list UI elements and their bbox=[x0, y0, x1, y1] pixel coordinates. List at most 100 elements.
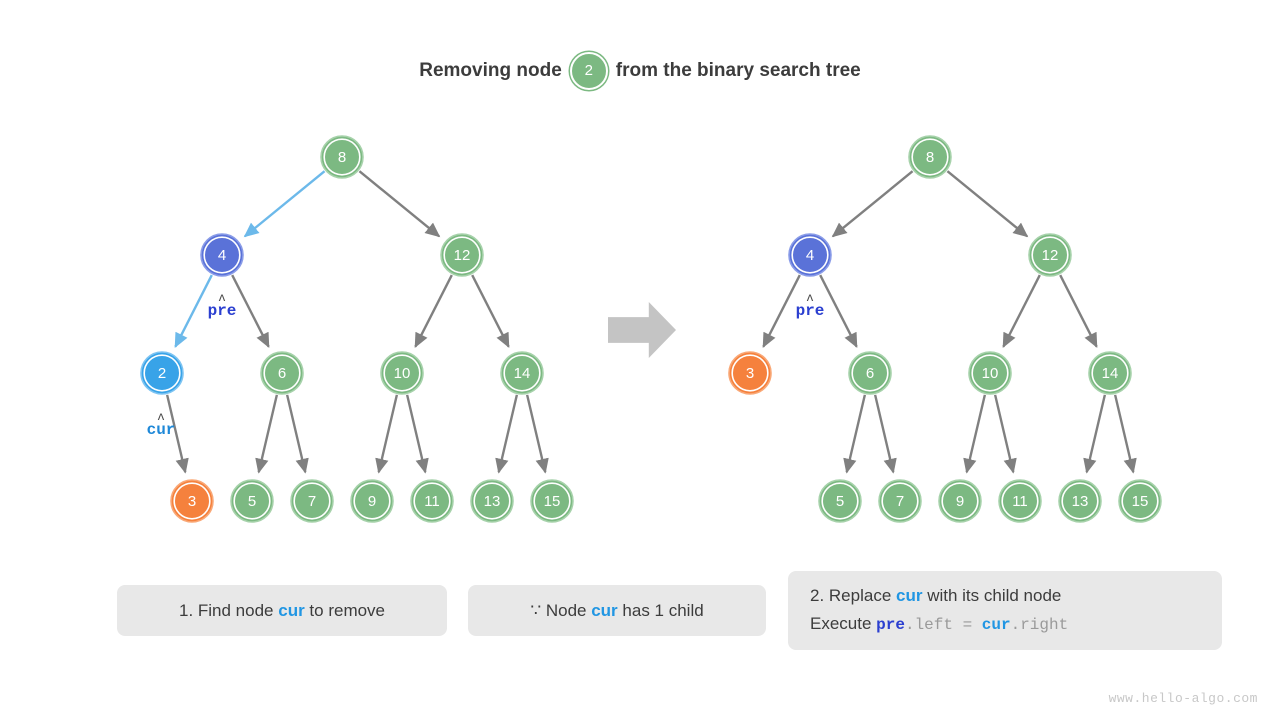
tree-node[interactable]: 6 bbox=[848, 351, 892, 395]
node-body bbox=[261, 352, 303, 394]
node-body bbox=[1029, 234, 1071, 276]
node-body bbox=[231, 480, 273, 522]
tree-node[interactable]: 12 bbox=[1028, 233, 1072, 277]
node-body bbox=[351, 480, 393, 522]
tree-node[interactable]: 12 bbox=[440, 233, 484, 277]
tree-node[interactable]: 4 bbox=[788, 233, 832, 277]
caption-reason-cur: cur bbox=[591, 600, 618, 620]
node-outline bbox=[170, 479, 214, 523]
node-value-label: 3 bbox=[188, 493, 196, 510]
tree-node[interactable]: 11 bbox=[410, 479, 454, 523]
caption-replace-line2: Execute pre.left = cur.right bbox=[810, 610, 1222, 639]
tree-node[interactable]: 6 bbox=[260, 351, 304, 395]
tree-edge bbox=[495, 394, 519, 474]
pointer-text: cur bbox=[147, 421, 176, 439]
node-body bbox=[849, 352, 891, 394]
node-value-label: 10 bbox=[982, 365, 999, 382]
node-body bbox=[969, 352, 1011, 394]
tree-node[interactable]: 15 bbox=[530, 479, 574, 523]
tree-node[interactable]: 15 bbox=[1118, 479, 1162, 523]
tree-node[interactable]: 10 bbox=[968, 351, 1012, 395]
node-body bbox=[171, 480, 213, 522]
node-body bbox=[819, 480, 861, 522]
node-body bbox=[321, 136, 363, 178]
node-body bbox=[141, 352, 183, 394]
tree-edge bbox=[1083, 394, 1107, 474]
node-value-label: 11 bbox=[424, 493, 440, 510]
tree-node[interactable]: 13 bbox=[1058, 479, 1102, 523]
node-outline bbox=[530, 479, 574, 523]
node-outline bbox=[998, 479, 1042, 523]
node-value-label: 13 bbox=[1072, 493, 1089, 510]
tree-node[interactable]: 13 bbox=[470, 479, 514, 523]
caption-replace-dot-left: .left = bbox=[904, 615, 982, 634]
tree-node[interactable]: 14 bbox=[1088, 351, 1132, 395]
node-body bbox=[879, 480, 921, 522]
tree-node[interactable]: 5 bbox=[818, 479, 862, 523]
tree-node[interactable]: 8 bbox=[908, 135, 952, 179]
tree-node[interactable]: 8 bbox=[320, 135, 364, 179]
node-outline bbox=[200, 233, 244, 277]
tree-node[interactable]: 9 bbox=[938, 479, 982, 523]
caption-replace-execute: Execute bbox=[810, 613, 877, 633]
node-inner-ring bbox=[263, 354, 301, 392]
node-value-label: 9 bbox=[956, 493, 964, 510]
caption-reason: ∵ Node cur has 1 child bbox=[468, 585, 766, 636]
node-body bbox=[939, 480, 981, 522]
caption-replace-pre: pre bbox=[876, 615, 905, 634]
tree-node[interactable]: 14 bbox=[500, 351, 544, 395]
node-body bbox=[411, 480, 453, 522]
node-value-label: 15 bbox=[544, 493, 561, 510]
tree-edge bbox=[285, 394, 309, 474]
node-inner-ring bbox=[383, 354, 421, 392]
node-outline bbox=[1118, 479, 1162, 523]
tree-node[interactable]: 2 bbox=[140, 351, 184, 395]
title-node-badge: 2 bbox=[569, 52, 608, 90]
tree-edge bbox=[946, 170, 1029, 238]
node-inner-ring bbox=[353, 482, 391, 520]
node-value-label: 14 bbox=[1102, 365, 1119, 382]
node-inner-ring bbox=[173, 482, 211, 520]
node-inner-ring bbox=[971, 354, 1009, 392]
node-value-label: 3 bbox=[746, 365, 754, 382]
tree-node[interactable]: 7 bbox=[290, 479, 334, 523]
node-outline bbox=[410, 479, 454, 523]
node-inner-ring bbox=[323, 138, 361, 176]
tree-edge bbox=[963, 394, 987, 474]
caption-reason-tail: has 1 child bbox=[617, 600, 704, 620]
node-outline bbox=[380, 351, 424, 395]
pointer-caret-icon: ʌ bbox=[806, 291, 813, 305]
node-outline bbox=[968, 351, 1012, 395]
tree-node[interactable]: 9 bbox=[350, 479, 394, 523]
caption-replace-num: 2. Replace bbox=[810, 586, 896, 606]
tree-edge bbox=[525, 394, 549, 474]
node-outline bbox=[320, 135, 364, 179]
node-body bbox=[1059, 480, 1101, 522]
caption-replace-cur2: cur bbox=[981, 615, 1011, 634]
tree-node[interactable]: 3 bbox=[728, 351, 772, 395]
tree-node[interactable]: 11 bbox=[998, 479, 1042, 523]
node-value-label: 11 bbox=[1012, 493, 1028, 510]
caption-reason-symbol: ∵ Node bbox=[530, 600, 592, 620]
node-outline bbox=[290, 479, 334, 523]
tree-node[interactable]: 4 bbox=[200, 233, 244, 277]
caption-replace: 2. Replace cur with its child node Execu… bbox=[788, 571, 1222, 650]
tree-node[interactable]: 7 bbox=[878, 479, 922, 523]
title-prefix: Removing node bbox=[419, 60, 562, 81]
node-inner-ring bbox=[473, 482, 511, 520]
tree-edges-layer bbox=[165, 170, 1137, 474]
node-body bbox=[291, 480, 333, 522]
node-inner-ring bbox=[1001, 482, 1039, 520]
node-inner-ring bbox=[443, 236, 481, 274]
pointer-text: pre bbox=[208, 302, 237, 320]
caption-find-tail: to remove bbox=[304, 600, 386, 620]
tree-edge bbox=[471, 274, 510, 348]
node-value-label: 6 bbox=[866, 365, 874, 382]
tree-node[interactable]: 5 bbox=[230, 479, 274, 523]
tree-edge bbox=[243, 170, 326, 238]
tree-node[interactable]: 3 bbox=[170, 479, 214, 523]
tree-node[interactable]: 10 bbox=[380, 351, 424, 395]
